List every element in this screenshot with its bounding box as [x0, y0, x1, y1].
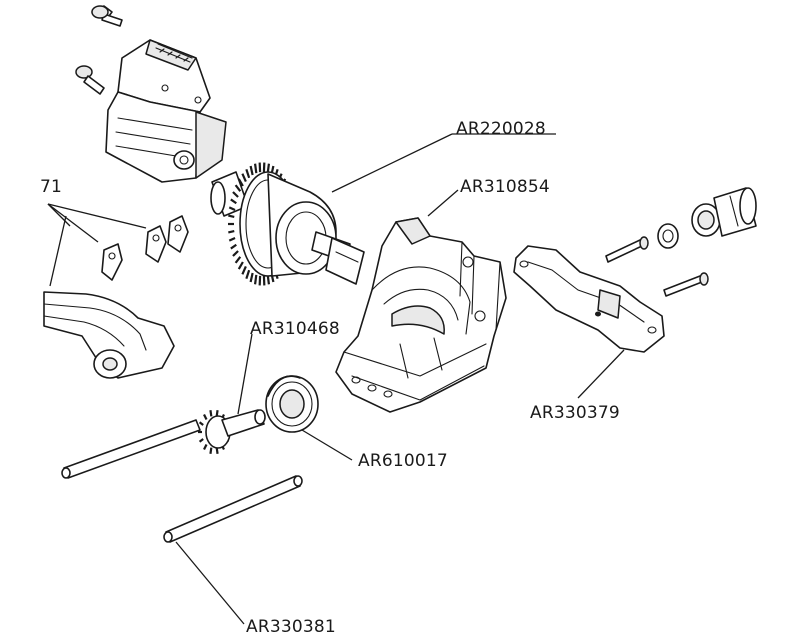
label-ar330379: AR330379	[530, 403, 620, 423]
output-cup-right	[713, 187, 757, 237]
leader-ar330381	[175, 541, 245, 625]
long-pin-lower	[163, 475, 303, 543]
label-ar610017: AR610017	[358, 451, 448, 471]
gear-tooth	[253, 163, 258, 174]
top-gearbox-housing	[105, 39, 227, 183]
leader-ar310468	[237, 333, 253, 415]
gear-tooth	[237, 178, 244, 187]
gear-tooth	[198, 421, 204, 426]
arm-mount-bracket	[513, 245, 665, 353]
gear-tooth	[203, 444, 208, 451]
gear-tooth	[232, 250, 239, 257]
gear-tooth	[237, 261, 244, 270]
clip-right	[167, 215, 189, 253]
leader-ar310854	[427, 189, 459, 217]
label-ar220028: AR220028	[456, 119, 546, 139]
label-ar310468: AR310468	[250, 319, 340, 339]
gear-tooth	[241, 173, 247, 182]
small-bearing-right	[657, 223, 679, 249]
clip-left	[101, 243, 123, 281]
gear-tooth	[245, 269, 251, 280]
large-bearing	[265, 375, 319, 433]
suspension-arm	[43, 291, 175, 379]
gear-tooth	[241, 266, 247, 275]
pin-lower-right	[663, 272, 709, 297]
label-ar330381: AR330381	[246, 617, 336, 637]
gear-tooth	[230, 243, 237, 250]
gear-tooth	[228, 237, 236, 242]
gear-tooth	[249, 272, 254, 283]
gear-tooth	[249, 165, 254, 176]
label-ar310854: AR310854	[460, 177, 550, 197]
clip-callout-lines	[47, 203, 147, 287]
screw-top-left	[91, 5, 123, 27]
gear-tooth	[209, 410, 213, 417]
gear-tooth	[209, 447, 213, 454]
gear-tooth	[234, 184, 242, 192]
leader-ar220028	[331, 133, 556, 193]
screw-mid-left	[75, 65, 105, 95]
differential-gear	[210, 162, 365, 286]
gear-tooth	[253, 274, 258, 285]
leader-ar330379	[577, 349, 625, 399]
pinion-gear	[198, 409, 266, 454]
label-partial-71: 71	[40, 177, 62, 197]
gear-tooth	[228, 214, 235, 218]
gear-tooth	[203, 413, 208, 420]
gear-tooth	[232, 191, 239, 198]
gear-tooth	[230, 198, 237, 205]
gear-tooth	[198, 438, 204, 443]
leader-ar610017	[301, 429, 353, 461]
gear-tooth	[228, 230, 235, 234]
gear-tooth	[245, 168, 251, 179]
gear-tooth	[234, 256, 242, 264]
gearbox-housing	[335, 217, 507, 413]
gear-tooth	[228, 206, 236, 211]
clip-middle	[145, 225, 167, 263]
pin-upper-right	[605, 236, 649, 263]
long-pin-upper	[61, 419, 201, 479]
